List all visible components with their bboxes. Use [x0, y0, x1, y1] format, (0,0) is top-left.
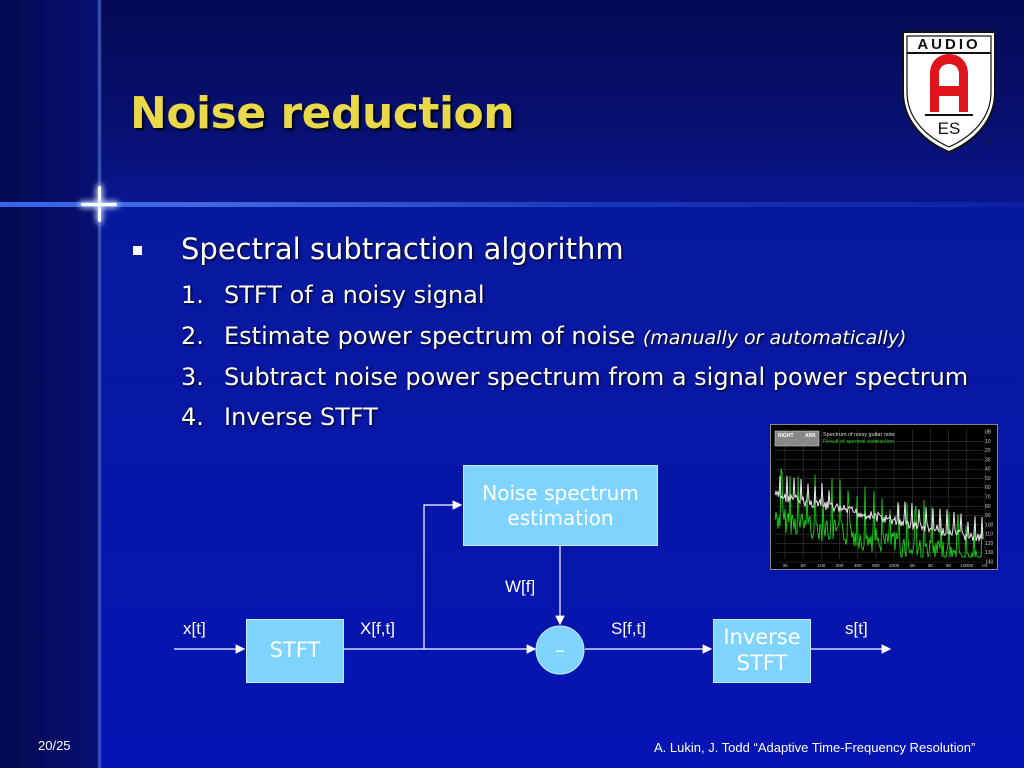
rightmark-badge	[774, 430, 820, 447]
step-1: 1.STFT of a noisy signal	[181, 281, 485, 309]
bullet-main: Spectral subtraction algorithm	[181, 232, 624, 266]
noise-estimation-box: Noise spectrum estimation	[463, 465, 658, 546]
page-number: 20/25	[38, 738, 71, 753]
stft-box: STFT	[246, 619, 344, 683]
y-tick-label: 40	[985, 467, 991, 473]
signal-s: s[t]	[845, 619, 868, 638]
citation: A. Lukin, J. Todd “Adaptive Time-Frequen…	[654, 740, 976, 755]
x-tick-label: 3K	[928, 563, 935, 568]
x-tick-label: Hz	[982, 563, 988, 568]
y-tick-label: 20	[985, 448, 991, 454]
y-tick-label: 110	[985, 532, 993, 538]
horizontal-glow-line	[0, 202, 1024, 207]
y-tick-label: 90	[985, 513, 991, 519]
y-tick-label: 70	[985, 495, 991, 501]
step-3: 3.Subtract noise power spectrum from a s…	[181, 363, 969, 391]
y-tick-label: 10	[985, 439, 991, 445]
y-tick-label: 50	[985, 476, 991, 482]
signal-X: X[f,t]	[360, 619, 395, 638]
y-tick-label: 120	[985, 541, 994, 547]
x-tick-label: 100	[818, 563, 826, 568]
x-tick-label: 50	[801, 563, 807, 568]
left-band	[0, 0, 100, 768]
badge-right: RIGHT	[778, 433, 794, 439]
x-tick-label: 10000	[960, 563, 973, 568]
legend-noisy: Spectrum of noisy guitar note	[823, 432, 895, 438]
x-tick-label: 5K	[946, 563, 953, 568]
signal-x: x[t]	[183, 619, 206, 638]
slide-title: Noise reduction	[130, 88, 515, 139]
subtract-sign: –	[555, 638, 565, 662]
x-tick-label: 500	[872, 563, 880, 568]
y-tick-label: 140	[985, 560, 994, 566]
x-tick-label: 2K	[909, 563, 916, 568]
x-tick-label: 300	[854, 563, 862, 568]
step-4: 4.Inverse STFT	[181, 403, 378, 431]
signal-W: W[f]	[505, 577, 536, 596]
badge-ark: ARK	[805, 433, 816, 439]
logo-top-text: AUDIO	[917, 36, 980, 53]
arrow-to-noise-est	[423, 500, 463, 649]
step-2: 2.Estimate power spectrum of noise (manu…	[181, 322, 907, 350]
signal-S: S[f,t]	[611, 619, 646, 638]
inverse-stft-box: Inverse STFT	[713, 619, 811, 683]
subtract-node	[535, 625, 585, 675]
x-tick-label: 200	[836, 563, 844, 568]
x-tick-label: 1000	[889, 563, 900, 568]
vertical-glow-line	[97, 0, 102, 768]
y-tick-label: 80	[985, 504, 991, 510]
y-tick-label: 130	[985, 550, 994, 556]
bullet-square-icon	[133, 246, 142, 255]
x-tick-label: 30	[782, 563, 788, 568]
series-noisy	[774, 475, 984, 542]
spectrum-thumbnail: RIGHT ARK Spectrum of noisy guitar note …	[770, 424, 998, 570]
y-tick-label: 60	[985, 485, 991, 491]
y-tick-label: 30	[985, 457, 991, 463]
spectrum-plot: RIGHT ARK Spectrum of noisy guitar note …	[774, 429, 994, 568]
header-band	[0, 0, 1024, 205]
y-tick-label: 100	[985, 522, 994, 528]
legend-result: Result of spectral subtraction	[823, 439, 894, 445]
y-tick-label: dB	[985, 430, 992, 436]
aes-logo: AUDIO ES	[902, 31, 996, 154]
logo-bottom-text: ES	[938, 119, 961, 138]
step-2-note: (manually or automatically)	[642, 327, 907, 349]
